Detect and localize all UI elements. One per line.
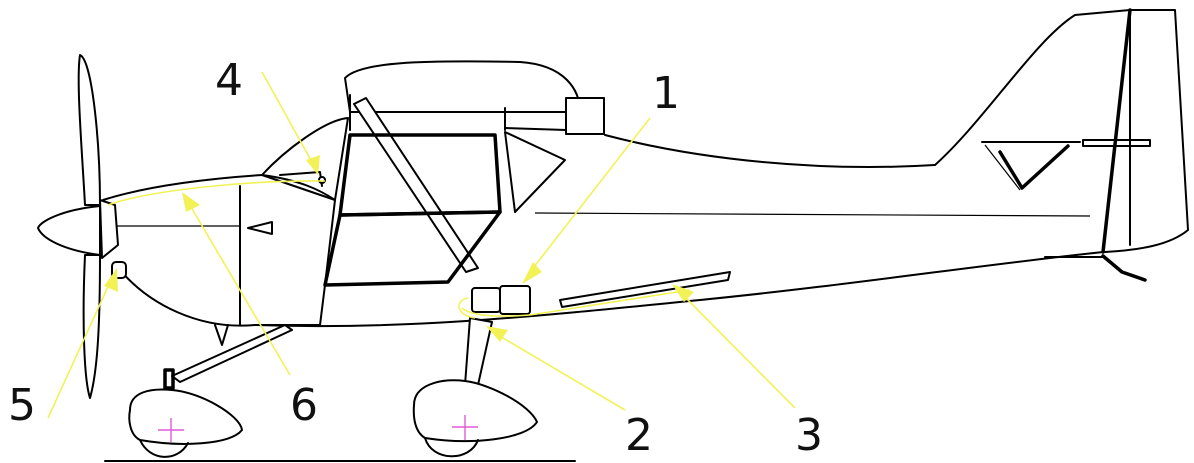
pointer-6-arrowhead	[182, 192, 200, 212]
wing-trailing-edge	[504, 127, 567, 131]
belly-antenna	[559, 271, 731, 308]
nose-wheel-center-mark	[158, 418, 184, 442]
pointer-3	[672, 284, 796, 409]
callout-4: 4	[215, 55, 243, 106]
belly-component-left	[471, 287, 501, 313]
main-wheel-fairing	[412, 379, 538, 442]
cowling-vent	[247, 221, 273, 235]
stabilizer-brace-thin	[984, 144, 1021, 191]
callout-1: 1	[652, 68, 680, 119]
nose-gear-fork	[214, 324, 229, 346]
pointer-6-line	[187, 201, 291, 376]
nose-gear-axle	[163, 368, 175, 390]
pointer-5	[47, 268, 118, 419]
pointer-3-line	[679, 291, 796, 409]
belly-component-right	[499, 285, 531, 315]
routing-line	[107, 180, 691, 317]
vertical-stabilizer	[934, 9, 1131, 246]
pointer-1-arrowhead	[522, 262, 542, 284]
pointer-2	[486, 326, 626, 411]
fuselage-reference-line	[534, 212, 1091, 217]
horizontal-stabilizer	[981, 139, 1151, 147]
propeller-blade-upper	[77, 54, 101, 206]
rudder	[1104, 9, 1189, 253]
pointer-5-line	[47, 277, 113, 419]
rear-window	[504, 131, 566, 213]
pointer-6	[182, 192, 291, 376]
callout-5: 5	[8, 380, 36, 431]
pointer-2-arrowhead	[486, 326, 508, 342]
callout-2: 2	[625, 410, 653, 461]
main-wheel-center-mark	[452, 415, 478, 440]
nose-wheel-fairing	[128, 388, 243, 445]
pointer-2-line	[497, 334, 626, 411]
pointer-4-line	[261, 71, 313, 163]
nose-wheel	[139, 439, 189, 458]
callout-6: 6	[290, 380, 318, 431]
wing-strut	[353, 97, 479, 273]
stabilizer-brace	[998, 144, 1070, 190]
spinner	[37, 205, 101, 256]
pointer-4	[261, 71, 320, 175]
windscreen	[261, 117, 349, 201]
fuselage-bottom	[254, 251, 1104, 328]
pointer-1-line	[529, 117, 651, 273]
cabin-window-lower	[323, 210, 502, 287]
pointer-1	[522, 117, 651, 284]
callout-3: 3	[795, 410, 823, 461]
propeller-blade-lower	[82, 254, 101, 399]
pointer-3-arrowhead	[672, 284, 694, 302]
cowling	[102, 174, 336, 327]
belly-component	[471, 285, 531, 315]
cockpit-detail-dot	[318, 176, 326, 184]
tail-skid	[1101, 254, 1147, 282]
nose-gear-strut	[171, 324, 293, 383]
routing-line-loop	[458, 297, 476, 319]
pointer-5-arrowhead	[104, 268, 118, 292]
rudder-hinge	[1101, 8, 1132, 254]
prop-hub	[99, 199, 119, 259]
fuselage-top	[604, 134, 936, 168]
wing	[344, 60, 581, 113]
main-wheel	[424, 437, 479, 458]
pointer-4-arrowhead	[306, 155, 320, 175]
wingtip-fairing	[565, 97, 605, 135]
